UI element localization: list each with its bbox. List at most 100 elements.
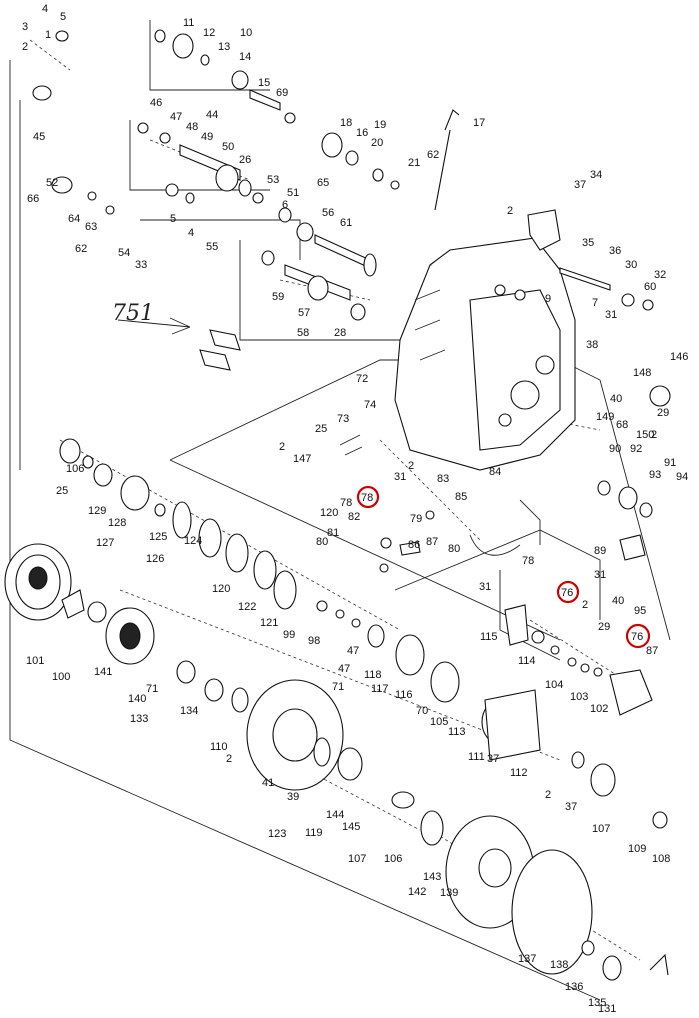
part-label: 92: [630, 443, 642, 455]
part-label: 17: [473, 117, 485, 129]
part-label: 118: [364, 669, 382, 681]
part-label: 64: [68, 213, 80, 225]
part-label: 36: [609, 245, 621, 257]
part-label: 18: [340, 117, 352, 129]
part-label: 114: [518, 655, 536, 667]
part-label: 33: [135, 259, 147, 271]
part-label: 74: [364, 399, 376, 411]
part-label: 2: [545, 789, 551, 801]
part-label: 59: [272, 291, 284, 303]
part-label: 113: [448, 726, 466, 738]
part-label: 87: [646, 645, 658, 657]
part-label: 7: [592, 297, 598, 309]
part-label: 101: [26, 655, 44, 667]
part-label: 89: [594, 545, 606, 557]
part-label: 12: [203, 27, 215, 39]
part-label: 58: [297, 327, 309, 339]
part-label: 2: [651, 429, 657, 441]
handwritten-note: 751: [112, 301, 154, 326]
part-label: 9: [545, 293, 551, 305]
part-label: 100: [52, 671, 70, 683]
part-label: 110: [210, 741, 228, 753]
part-label: 140: [128, 693, 146, 705]
upper-shaft-assemblies: [32, 29, 654, 321]
part-label: 29: [657, 407, 669, 419]
part-label: 25: [315, 423, 327, 435]
part-label: 143: [423, 871, 441, 883]
part-label: 105: [430, 716, 448, 728]
part-label: 137: [518, 953, 536, 965]
part-label: 95: [634, 605, 646, 617]
fasteners: [199, 329, 541, 573]
part-label: 19: [374, 119, 386, 131]
part-label: 80: [448, 543, 460, 555]
highlight-ring-3: [625, 623, 651, 649]
part-label: 148: [633, 367, 651, 379]
part-label: 103: [570, 691, 588, 703]
part-label: 127: [96, 537, 114, 549]
part-number-labels: 4531211121310141569454647484449502617181…: [22, 3, 688, 1015]
part-label: 70: [416, 705, 428, 717]
part-label: 52: [46, 177, 58, 189]
motor-assembly: [481, 385, 671, 829]
part-label: 2: [507, 205, 513, 217]
part-label: 122: [238, 601, 256, 613]
part-label: 40: [612, 595, 624, 607]
part-label: 2: [22, 41, 28, 53]
part-label: 102: [590, 703, 608, 715]
part-label: 121: [260, 617, 278, 629]
part-label: 45: [33, 131, 45, 143]
part-label: 81: [327, 527, 339, 539]
highlight-label-1: 78: [361, 492, 373, 504]
part-label: 126: [146, 553, 164, 565]
part-label: 78: [340, 497, 352, 509]
part-label: 20: [371, 137, 383, 149]
part-label: 150: [636, 429, 654, 441]
part-label: 135: [588, 997, 606, 1009]
part-label: 62: [75, 243, 87, 255]
part-label: 146: [670, 351, 688, 363]
part-label: 30: [625, 259, 637, 271]
part-label: 48: [186, 121, 198, 133]
part-label: 129: [88, 505, 106, 517]
part-label: 2: [408, 460, 414, 472]
part-label: 90: [609, 443, 621, 455]
part-label: 106: [384, 853, 402, 865]
part-label: 21: [408, 157, 420, 169]
part-label: 51: [287, 187, 299, 199]
part-label: 34: [590, 169, 602, 181]
part-label: 119: [305, 827, 323, 839]
part-label: 123: [268, 828, 286, 840]
part-label: 35: [582, 237, 594, 249]
part-label: 144: [326, 809, 344, 821]
part-label: 94: [676, 471, 688, 483]
part-label: 120: [320, 507, 338, 519]
part-label: 80: [316, 536, 328, 548]
part-label: 99: [283, 629, 295, 641]
highlight-label-3: 76: [631, 631, 643, 643]
part-label: 138: [550, 959, 568, 971]
part-label: 5: [170, 213, 176, 225]
part-label: 131: [598, 1003, 616, 1015]
part-label: 2: [279, 441, 285, 453]
left-gear-stack: [59, 438, 460, 703]
part-label: 54: [118, 247, 130, 259]
part-label: 120: [212, 583, 230, 595]
part-label: 37: [487, 753, 499, 765]
part-label: 141: [94, 666, 112, 678]
part-label: 111: [468, 751, 485, 763]
part-label: 31: [605, 309, 617, 321]
part-label: 41: [262, 777, 274, 789]
part-label: 136: [565, 981, 583, 993]
part-label: 32: [654, 269, 666, 281]
highlight-ring-1: [356, 485, 380, 509]
part-label: 139: [440, 887, 458, 899]
part-label: 147: [293, 453, 311, 465]
part-label: 145: [342, 821, 360, 833]
part-label: 115: [480, 631, 498, 643]
part-label: 71: [146, 683, 158, 695]
part-label: 11: [183, 17, 194, 29]
part-label: 44: [206, 109, 218, 121]
part-label: 65: [317, 177, 329, 189]
